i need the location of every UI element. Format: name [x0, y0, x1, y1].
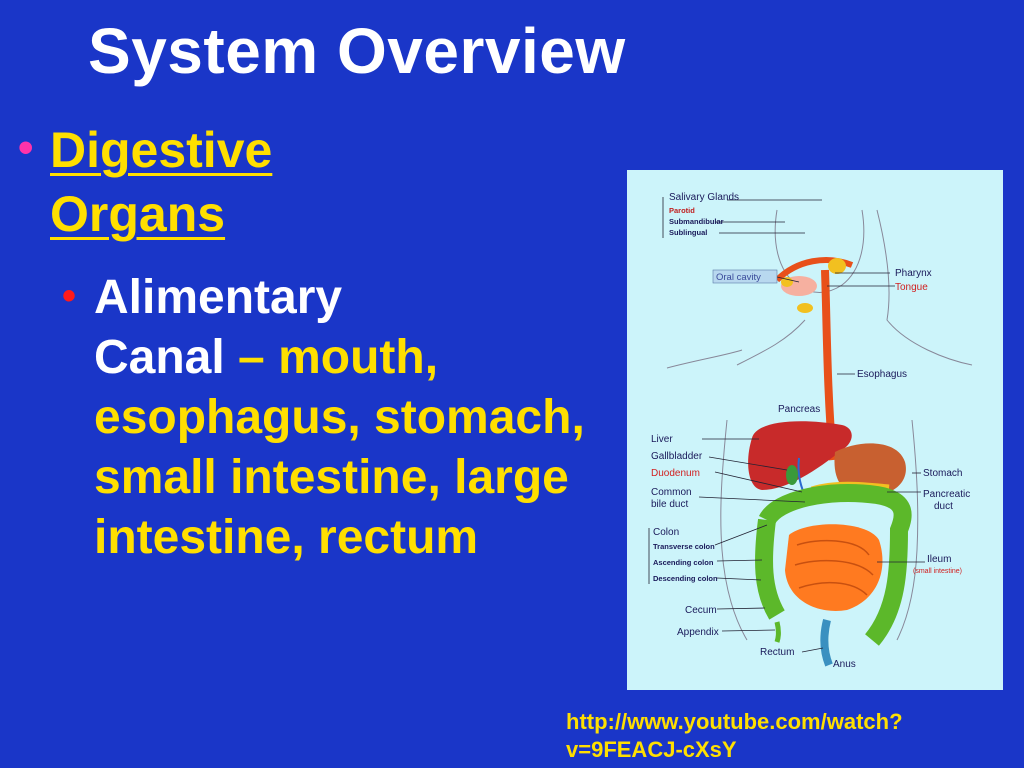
slide-title: System Overview [88, 15, 626, 87]
label-ileum: Ileum [927, 554, 951, 565]
label-gallbladder: Gallbladder [651, 451, 703, 462]
bullet-alimentary-canal-text: Alimentary Canal – mouth, esophagus, sto… [94, 268, 624, 568]
label-duodenum: Duodenum [651, 468, 700, 479]
label-salivary-glands: Salivary Glands [669, 192, 739, 203]
bullet2-label2: Canal [94, 331, 225, 384]
label-pancreatic-1: Pancreatic [923, 489, 970, 500]
label-sublingual: Sublingual [669, 228, 707, 237]
digestive-system-illustration: Salivary Glands Parotid Submandibular Su… [648, 192, 973, 670]
youtube-link-line2[interactable]: v=9FEACJ-cXsY [566, 737, 737, 762]
label-esophagus: Esophagus [857, 369, 907, 380]
label-rectum: Rectum [760, 647, 794, 658]
youtube-link[interactable]: http://www.youtube.com/watch? v=9FEACJ-c… [566, 708, 903, 764]
digestive-system-diagram: Salivary Glands Parotid Submandibular Su… [627, 170, 1003, 690]
sub-bullet-dot: • [62, 274, 77, 318]
label-ascending-colon: Ascending colon [653, 558, 714, 567]
bullet2-dash: – [224, 331, 279, 384]
youtube-link-line1[interactable]: http://www.youtube.com/watch? [566, 709, 903, 734]
label-common-bile-2: bile duct [651, 499, 688, 510]
label-pancreas: Pancreas [778, 404, 820, 415]
label-appendix: Appendix [677, 627, 719, 638]
label-liver: Liver [651, 434, 673, 445]
bullet2-organ-list: mouth, esophagus, stomach, small intesti… [94, 331, 585, 564]
bullet1-line1: Digestive [50, 122, 273, 178]
label-pharynx: Pharynx [895, 268, 932, 279]
label-common-bile-1: Common [651, 487, 692, 498]
label-colon: Colon [653, 527, 679, 538]
label-cecum: Cecum [685, 605, 717, 616]
bullet2-label1: Alimentary [94, 271, 343, 324]
label-pancreatic-2: duct [934, 501, 953, 512]
label-parotid: Parotid [669, 206, 695, 215]
label-transverse-colon: Transverse colon [653, 542, 715, 551]
bullet-digestive-organs-text: Digestive Organs [50, 118, 272, 246]
label-descending-colon: Descending colon [653, 574, 718, 583]
label-stomach: Stomach [923, 468, 962, 479]
label-ileum-sub: (small intestine) [913, 568, 962, 575]
label-anus: Anus [833, 659, 856, 670]
label-tongue: Tongue [895, 282, 928, 293]
bullet-dot: • [18, 123, 34, 172]
bullet1-line2: Organs [50, 186, 226, 242]
label-submandibular: Submandibular [669, 217, 724, 226]
label-oral-cavity: Oral cavity [716, 272, 761, 283]
